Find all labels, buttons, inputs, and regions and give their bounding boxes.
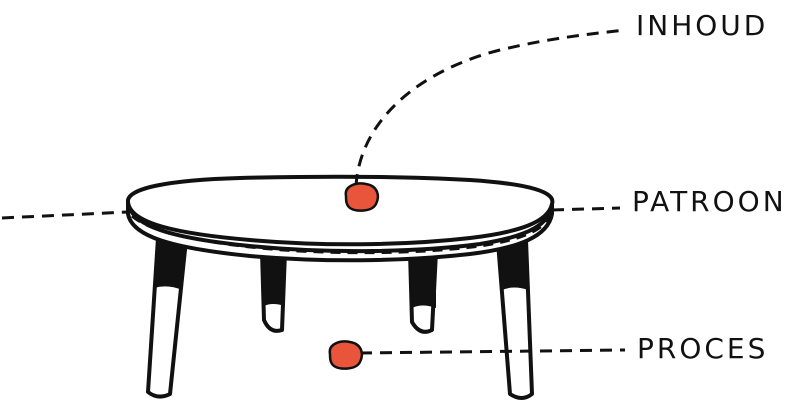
pattern-line-right	[551, 206, 621, 212]
label-proces: PROCES	[637, 332, 769, 365]
content-dot	[344, 182, 380, 212]
table-top	[126, 174, 555, 247]
table-front-leg-left	[146, 236, 188, 399]
process-connector-line	[359, 348, 626, 355]
label-inhoud: INHOUD	[636, 9, 769, 42]
table-front-leg-right	[496, 238, 534, 400]
pattern-dashed-rim	[131, 213, 552, 255]
pattern-line-left	[1, 210, 129, 220]
table-back-leg-left	[260, 250, 287, 333]
process-dot	[328, 340, 364, 370]
label-patroon: PATROON	[632, 185, 787, 218]
table-back-leg-right	[408, 250, 438, 334]
content-connector-line	[354, 28, 626, 187]
